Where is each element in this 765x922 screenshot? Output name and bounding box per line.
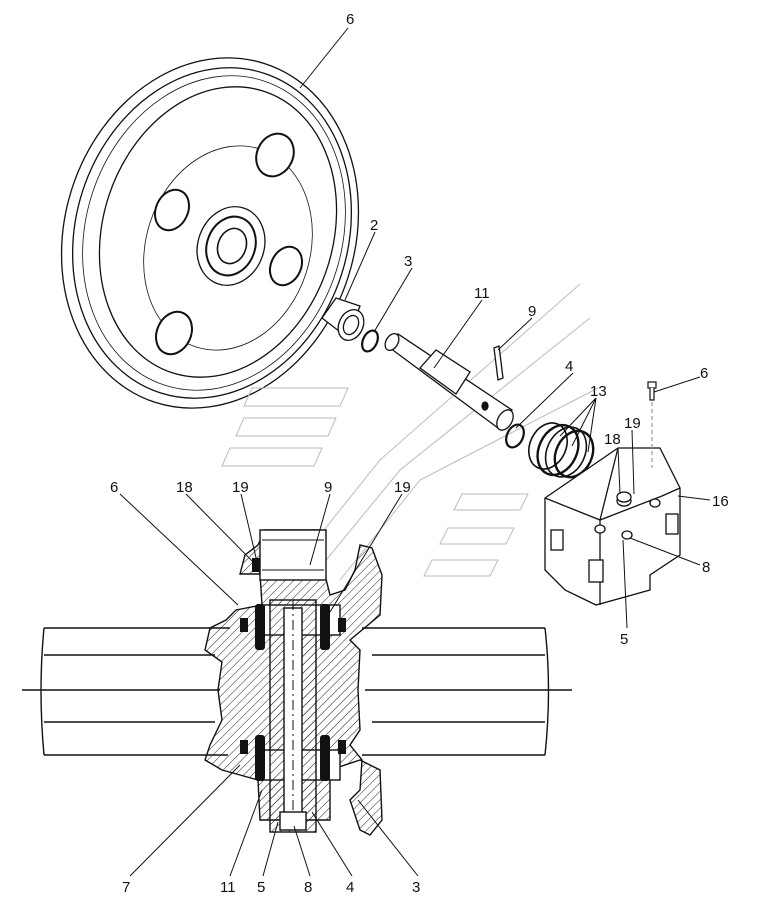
idler-wheel (60, 57, 360, 409)
shaft (384, 332, 514, 431)
callout-bottom-5: 5 (257, 879, 265, 896)
callouts: 6 2 3 11 9 4 13 6 19 18 16 8 5 6 18 19 9… (110, 11, 729, 896)
leader-lines (119, 27, 711, 877)
o-ring-upper (361, 329, 379, 353)
callout-plug-18: 18 (604, 431, 621, 448)
callout-bottom-8: 8 (304, 879, 312, 896)
section-ghost-lines (221, 283, 599, 581)
shaft-section (269, 599, 317, 833)
roll-pin (493, 345, 504, 381)
callout-bottom-3: 3 (412, 879, 420, 896)
callout-cap-bolt: 6 (700, 365, 708, 382)
callout-section-pin: 9 (324, 479, 332, 496)
bushing (321, 297, 365, 342)
callout-bushing: 2 (370, 217, 378, 234)
callout-roll-pin: 9 (528, 303, 536, 320)
callout-o-ring-lower: 4 (565, 358, 573, 375)
track-rail (22, 627, 572, 756)
o-ring-lower (505, 423, 525, 449)
callout-section-bolt-a: 19 (232, 479, 249, 496)
callout-face-seal: 13 (590, 383, 607, 400)
callout-o-ring-upper: 3 (404, 253, 412, 270)
callout-section-wheel: 6 (110, 479, 118, 496)
callout-shaft: 11 (474, 285, 490, 302)
callout-section-bolt-b: 19 (394, 479, 411, 496)
callout-port-8: 8 (702, 559, 710, 576)
seal-rings-section (240, 558, 346, 781)
cap-bolt (647, 381, 657, 468)
support-block (544, 447, 681, 606)
callout-wheel: 6 (346, 11, 354, 28)
callout-port-5: 5 (620, 631, 628, 648)
callout-support-block: 16 (712, 493, 729, 510)
callout-bottom-4: 4 (346, 879, 354, 896)
callout-bolt-19: 19 (624, 415, 641, 432)
callout-section-plug: 18 (176, 479, 193, 496)
callout-bottom-11: 11 (220, 879, 236, 896)
callout-bottom-7: 7 (122, 879, 130, 896)
